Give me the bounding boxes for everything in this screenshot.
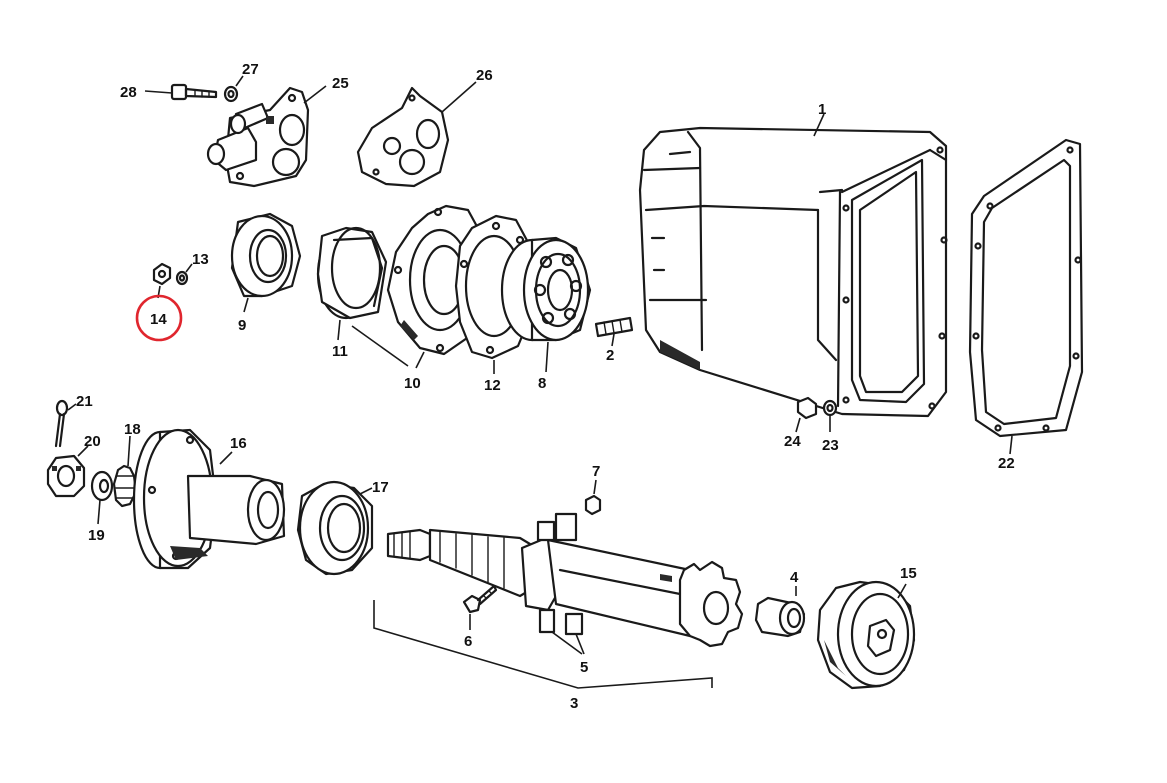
part-label-28: 28 [120,84,137,101]
part-19-washer [90,470,114,525]
part-label-11: 11 [332,343,348,360]
part-label-14: 14 [150,311,167,328]
part-number-labels: 28 27 25 26 1 13 14 9 11 10 12 8 2 24 23… [76,61,1015,712]
part-6-bolt [462,584,498,630]
part-label-27: 27 [242,61,259,78]
part-label-23: 23 [822,437,839,454]
part-label-15: 15 [900,565,917,582]
part-label-5: 5 [580,659,588,676]
part-label-19: 19 [88,527,105,544]
part-2-stud [594,316,634,347]
part-8-ball-bearing [500,236,592,373]
part-label-26: 26 [476,67,493,84]
part-label-6: 6 [464,633,472,650]
part-16-drive-flange [132,428,286,570]
part-17-oil-seal [296,480,374,576]
part-label-16: 16 [230,435,247,452]
part-14-nut [152,262,172,299]
part-label-9: 9 [238,317,246,334]
part-20-castle-nut [46,445,89,498]
part-label-12: 12 [484,377,501,394]
part-label-13: 13 [192,251,209,268]
part-1-gearbox-housing [638,113,948,418]
part-7-nut [584,479,602,516]
part-label-8: 8 [538,375,546,392]
highlight-circle-part-14 [135,294,183,342]
part-28-bolt [144,83,218,101]
part-22-rear-gasket [968,138,1084,455]
part-9-oil-seal [230,212,302,313]
part-label-1: 1 [818,101,826,118]
part-label-2: 2 [606,347,614,364]
part-11-bearing-race [316,226,388,341]
part-24-nut [795,396,818,433]
part-label-17: 17 [372,479,389,496]
part-13-washer [175,263,193,286]
part-27-washer [223,75,244,103]
part-3-mainshaft-assembly [373,512,744,689]
part-23-washer [822,399,838,432]
part-label-4: 4 [790,569,799,586]
part-4-bush [754,586,806,638]
part-label-25: 25 [332,75,349,92]
part-label-10: 10 [404,375,421,392]
part-26-gasket [356,81,477,188]
part-label-21: 21 [76,393,93,410]
part-label-24: 24 [784,433,801,450]
part-25-front-cover [206,85,327,188]
part-18-splined-ring [112,435,138,508]
part-21-split-pin [54,399,77,448]
part-label-7: 7 [592,463,600,480]
part-label-20: 20 [84,433,101,450]
part-label-18: 18 [124,421,141,438]
part-15-drum [816,580,916,690]
part-label-22: 22 [998,455,1015,472]
part-label-3: 3 [570,695,578,712]
